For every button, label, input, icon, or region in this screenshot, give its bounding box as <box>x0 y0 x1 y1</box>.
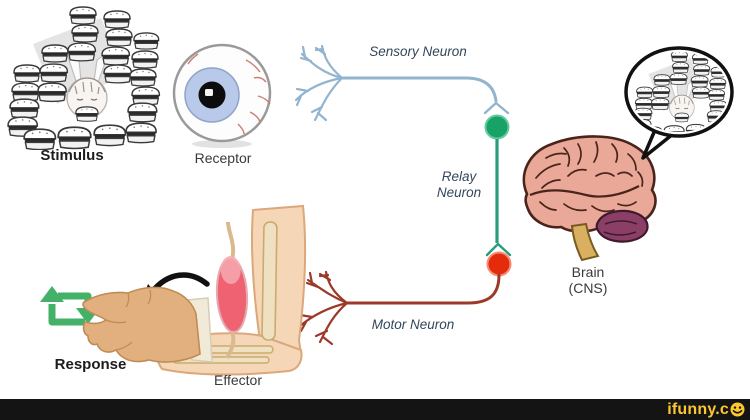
receptor-eye-illustration <box>172 43 272 148</box>
motor-neuron-path <box>298 251 512 346</box>
sensory-neuron-label: Sensory Neuron <box>369 44 467 59</box>
smiley-face-icon <box>730 402 745 417</box>
humerus-bone <box>261 221 278 341</box>
brain-illustration <box>522 135 657 262</box>
stimulus-label: Stimulus <box>40 147 104 164</box>
receptor-label: Receptor <box>194 150 252 166</box>
ifunny-watermark-text: ifunny.c <box>667 400 729 418</box>
brain-label-line1: Brain <box>571 264 605 280</box>
brain-label-line2: (CNS) <box>568 280 608 297</box>
thought-bubble <box>624 46 734 160</box>
motor-soma-red-circle <box>486 251 512 277</box>
sensory-neuron-path <box>294 44 510 122</box>
motor-neuron-label: Motor Neuron <box>371 317 455 332</box>
ifunny-watermark-bar: ifunny.c <box>0 399 750 420</box>
cerebellum <box>595 209 649 243</box>
relay-label-line1: Relay <box>441 169 477 184</box>
relay-soma-green-circle <box>484 114 510 140</box>
relay-neuron-label: Relay Neuron <box>418 169 500 200</box>
effector-label: Effector <box>214 372 262 388</box>
relay-neuron-path <box>484 114 512 257</box>
response-label: Response <box>54 356 127 373</box>
brainstem <box>570 222 600 262</box>
response-group <box>40 286 213 363</box>
pressing-hand-image <box>82 286 213 363</box>
brain-label: Brain (CNS) <box>543 264 633 296</box>
relay-label-line2: Neuron <box>436 184 482 200</box>
